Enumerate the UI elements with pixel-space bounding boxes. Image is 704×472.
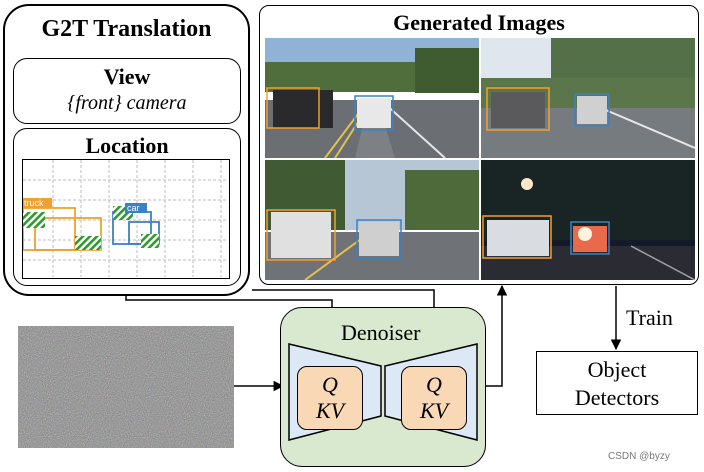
detectors-line-1: Object [537,356,697,384]
g2t-translation-panel: G2T Translation View {front} camera Loca… [3,4,250,296]
truck-hatch-rear [75,236,101,250]
g2t-title: G2T Translation [5,16,248,43]
view-title: View [14,64,240,90]
generated-image-day-1 [265,38,479,158]
generated-images-panel: Generated Images [259,5,699,285]
car-hatch-rear [141,234,159,248]
generated-images-title: Generated Images [260,10,698,36]
layout-grid-diagram: truck car [23,160,228,277]
view-subtitle: {front} camera [14,92,240,115]
attention-block-1-kv: KV [298,398,362,424]
attention-block-2-q: Q [402,372,466,398]
truck-hatch-front [23,212,45,228]
location-grid: truck car [22,159,230,279]
location-title: Location [14,133,240,159]
car-tag-label: car [127,203,140,213]
arrow-denoiser-to-images [486,286,502,386]
attention-block-2: Q KV [401,366,467,430]
watermark: CSDN @byzy [608,451,670,462]
truck-tag-label: truck [24,198,44,208]
attention-block-2-kv: KV [402,398,466,424]
attention-block-1-q: Q [298,372,362,398]
generated-image-day-3 [265,160,479,280]
location-box: Location [13,128,241,286]
denoiser-module: Denoiser Q KV Q KV [280,307,486,467]
view-box: View {front} camera [13,58,241,124]
generated-image-night [481,160,695,280]
noise-input-image [18,326,234,448]
object-detectors-box: Object Detectors [536,351,698,415]
train-label: Train [626,305,673,331]
attention-block-1: Q KV [297,366,363,430]
detectors-line-2: Detectors [537,384,697,412]
generated-image-day-2 [481,38,695,158]
